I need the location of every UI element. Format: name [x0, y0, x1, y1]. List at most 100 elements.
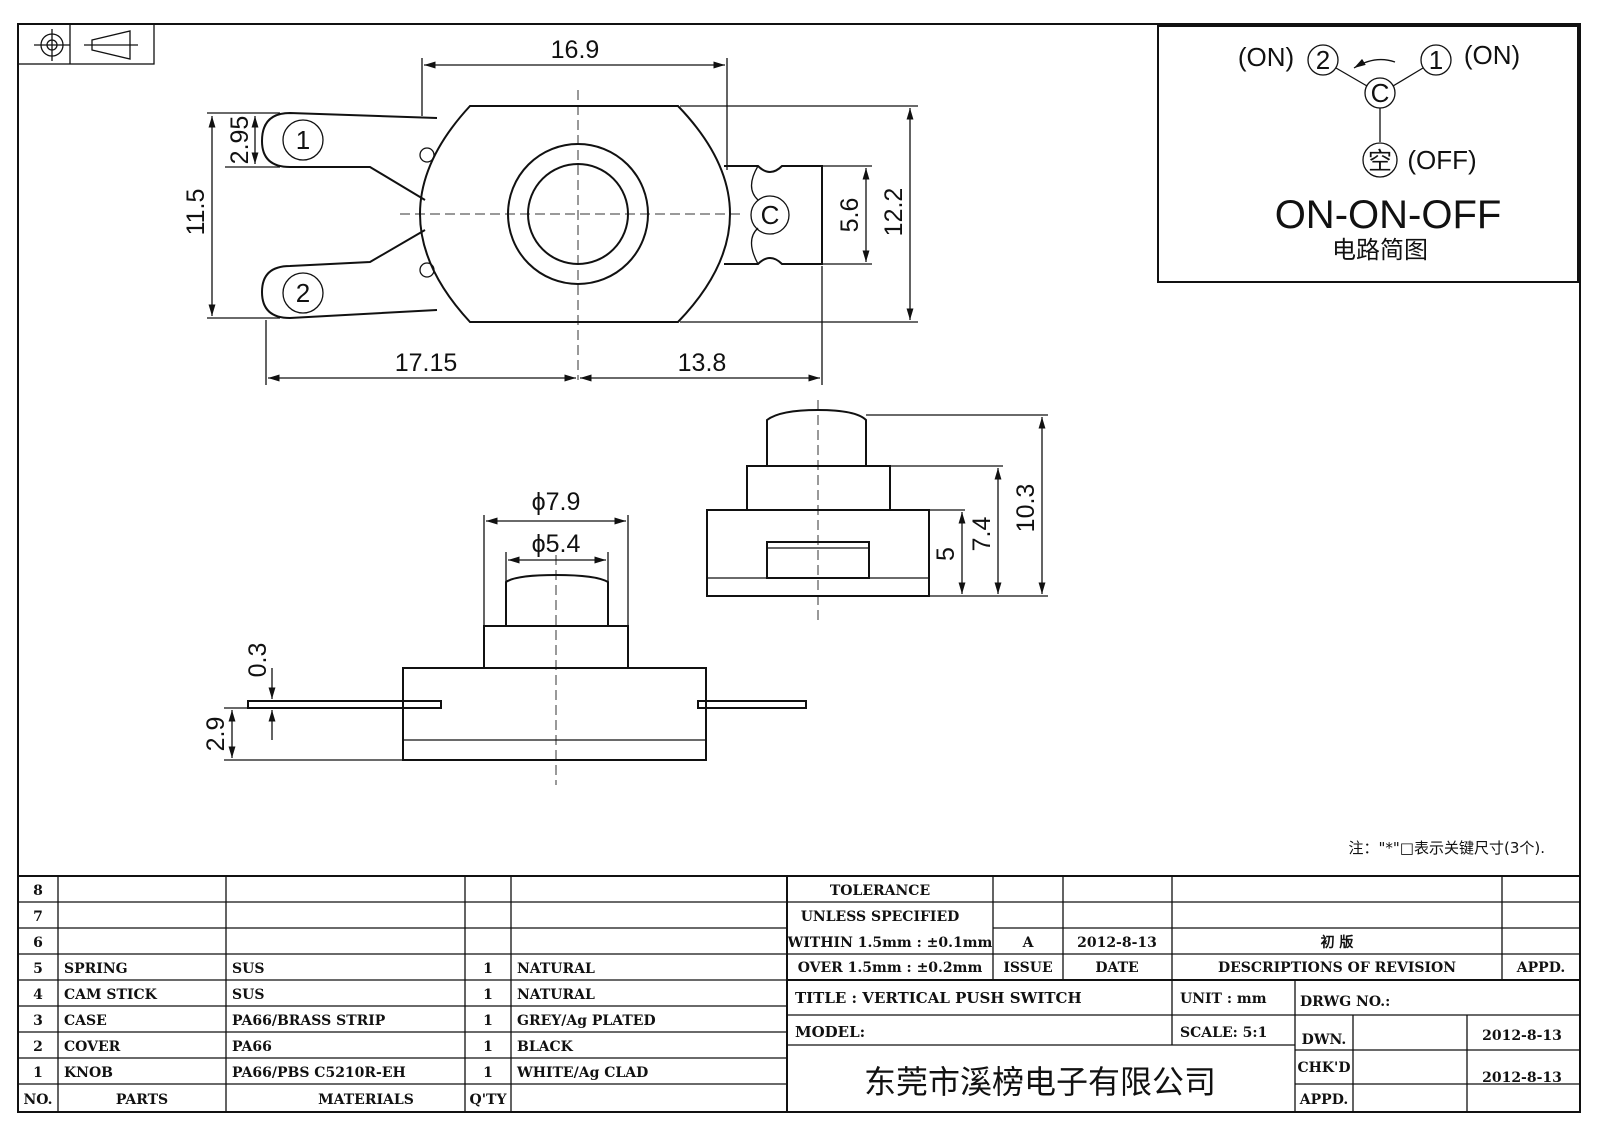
svg-text:DWN.: DWN.	[1302, 1032, 1347, 1048]
svg-text:OVER 1.5mm : ±0.2mm: OVER 1.5mm : ±0.2mm	[798, 960, 983, 976]
svg-text:CHK'D: CHK'D	[1298, 1060, 1351, 1076]
top-view: 1 2 C 16.9 2.95 11.5 5.6 12.2	[182, 36, 918, 385]
part-no: 5	[33, 961, 43, 977]
dim-12-2: 12.2	[880, 188, 908, 237]
circuit-title: ON-ON-OFF	[1275, 193, 1502, 237]
part-finish: NATURAL	[517, 961, 595, 977]
header-qty: Q'TY	[470, 1092, 508, 1108]
chkd-date: 2012-8-13	[1482, 1070, 1562, 1086]
svg-text:WITHIN 1.5mm : ±0.1mm: WITHIN 1.5mm : ±0.1mm	[787, 935, 993, 951]
part-material: PA66/BRASS STRIP	[232, 1013, 386, 1029]
part-no: 6	[33, 935, 43, 951]
part-no: 4	[33, 987, 43, 1003]
part-no: 3	[33, 1013, 43, 1029]
dim-7-4: 7.4	[968, 517, 996, 552]
terminal-c-marker	[750, 195, 790, 235]
part-name: COVER	[64, 1039, 121, 1055]
table-row: 5 SPRING SUS 1 NATURAL	[33, 961, 595, 977]
svg-text:UNLESS SPECIFIED: UNLESS SPECIFIED	[801, 909, 960, 925]
revision-block: TOLERANCE UNLESS SPECIFIED WITHIN 1.5mm …	[787, 876, 1580, 981]
part-name: CASE	[64, 1013, 107, 1029]
part-finish: NATURAL	[517, 987, 595, 1003]
drawing-title: TITLE : VERTICAL PUSH SWITCH	[795, 989, 1082, 1007]
svg-text:TOLERANCE: TOLERANCE	[830, 883, 930, 899]
part-qty: 1	[483, 987, 493, 1003]
dim-17-15: 17.15	[395, 349, 458, 377]
part-name: SPRING	[64, 961, 128, 977]
table-row: 4 CAM STICK SUS 1 NATURAL	[33, 987, 595, 1003]
svg-text:2: 2	[1316, 45, 1330, 75]
table-row: 7	[33, 909, 43, 925]
header-materials: MATERIALS	[318, 1092, 414, 1108]
drawing-number: DRWG NO.:	[1300, 994, 1390, 1010]
svg-text:(ON): (ON)	[1464, 40, 1520, 70]
table-row: 3 CASE PA66/BRASS STRIP 1 GREY/Ag PLATED	[33, 1013, 655, 1029]
side-view: ϕ7.9 ϕ5.4 0.3 2.9	[202, 488, 807, 785]
part-no: 7	[33, 909, 43, 925]
svg-text:空: 空	[1368, 147, 1392, 175]
dim-2-9: 2.9	[202, 717, 230, 752]
header-parts: PARTS	[116, 1092, 168, 1108]
svg-text:2: 2	[296, 278, 310, 308]
svg-text:APPD.: APPD.	[1299, 1092, 1348, 1108]
svg-text:1: 1	[1429, 45, 1443, 75]
svg-text:C: C	[761, 200, 780, 230]
revision-date: 2012-8-13	[1077, 935, 1157, 951]
part-material: SUS	[232, 987, 264, 1003]
part-material: PA66	[232, 1039, 272, 1055]
svg-text:ISSUE: ISSUE	[1003, 960, 1052, 976]
revision-issue: A	[1022, 935, 1035, 951]
part-qty: 1	[483, 1013, 493, 1029]
part-name: CAM STICK	[64, 987, 158, 1003]
part-finish: GREY/Ag PLATED	[517, 1013, 656, 1029]
part-material: SUS	[232, 961, 264, 977]
part-qty: 1	[483, 1039, 493, 1055]
svg-text:1: 1	[296, 125, 310, 155]
svg-text:APPD.: APPD.	[1516, 960, 1565, 976]
switch-body-outline	[418, 105, 732, 323]
part-name: KNOB	[64, 1065, 113, 1081]
part-qty: 1	[483, 1065, 493, 1081]
dim-5-6: 5.6	[836, 198, 864, 233]
svg-text:C: C	[1371, 78, 1390, 108]
svg-text:(ON): (ON)	[1238, 42, 1294, 72]
header-no: NO.	[23, 1092, 52, 1108]
dim-13-8: 13.8	[678, 349, 727, 377]
part-no: 1	[33, 1065, 43, 1081]
svg-text:DESCRIPTIONS OF REVISION: DESCRIPTIONS OF REVISION	[1218, 960, 1456, 976]
dim-10-3: 10.3	[1012, 484, 1040, 533]
company-name: 东莞市溪榜电子有限公司	[864, 1063, 1216, 1101]
part-no: 8	[33, 883, 43, 899]
key-dimension-note: 注："*"□表示关键尺寸(3个).	[1349, 839, 1546, 857]
revision-desc: 初 版	[1321, 934, 1354, 951]
title-info: TITLE : VERTICAL PUSH SWITCH MODEL: UNIT…	[787, 980, 1580, 1112]
circuit-diagram: (ON) 2 1 (ON) C 空 (OFF) ON-ON-OFF 电路简图	[1157, 25, 1579, 283]
projection-symbol-icon	[17, 23, 155, 65]
table-row: 8	[33, 883, 43, 899]
part-no: 2	[33, 1039, 43, 1055]
svg-text:UNIT : mm: UNIT : mm	[1180, 991, 1267, 1007]
circuit-subtitle: 电路简图	[1332, 236, 1428, 264]
sheet-border	[17, 23, 1581, 1113]
part-finish: WHITE/Ag CLAD	[516, 1065, 648, 1081]
dim-2-95: 2.95	[226, 116, 254, 165]
part-qty: 1	[483, 961, 493, 977]
terminal-2-marker	[282, 272, 324, 314]
dwn-date: 2012-8-13	[1482, 1028, 1562, 1044]
svg-text:SCALE: 5:1: SCALE: 5:1	[1180, 1025, 1267, 1041]
dim-0-3: 0.3	[244, 643, 272, 678]
terminal-1-marker	[282, 119, 324, 161]
dim-phi-5-4: ϕ5.4	[532, 530, 581, 558]
dim-11-5: 11.5	[182, 189, 210, 236]
svg-text:(OFF): (OFF)	[1407, 145, 1476, 175]
dim-16-9: 16.9	[551, 36, 600, 64]
svg-text:DATE: DATE	[1095, 960, 1138, 976]
dim-phi-7-9: ϕ7.9	[532, 488, 581, 516]
dim-5: 5	[932, 547, 960, 561]
